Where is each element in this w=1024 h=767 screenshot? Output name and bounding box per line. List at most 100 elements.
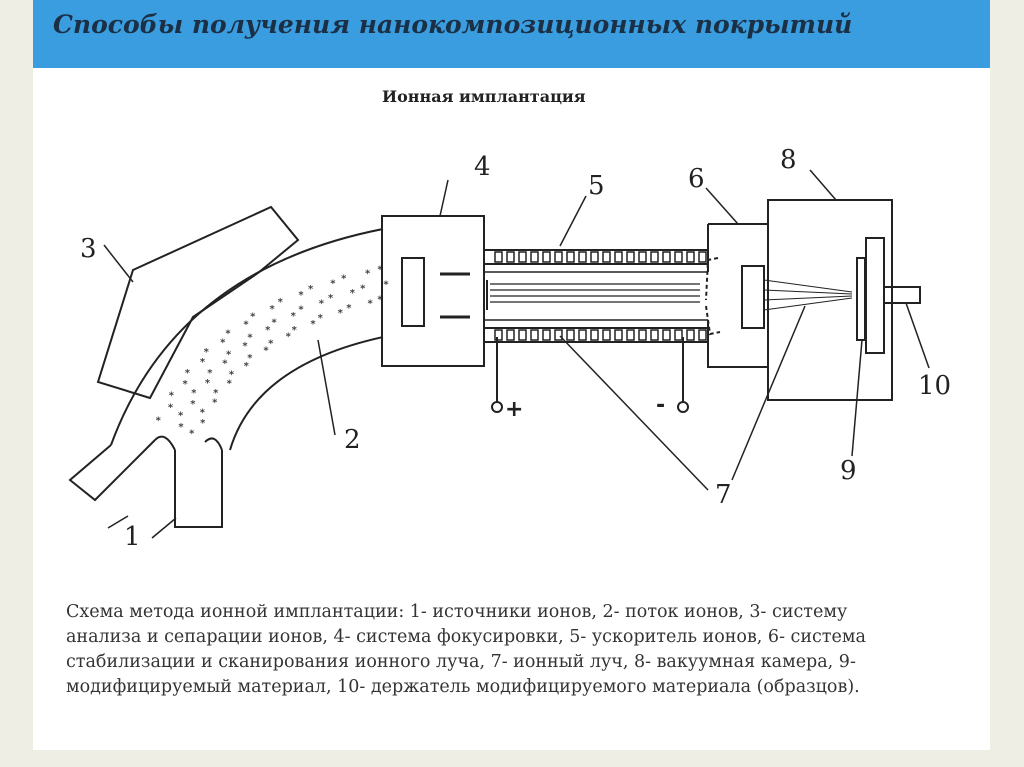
scanning-plates-dashed: [705, 257, 721, 336]
svg-text:*: *: [178, 410, 184, 421]
svg-text:*: *: [242, 341, 248, 352]
caption-line-2: анализа и сепарации ионов, 4- система фо…: [66, 627, 866, 647]
svg-text:*: *: [269, 304, 275, 315]
svg-text:*: *: [247, 353, 253, 364]
svg-text:*: *: [298, 290, 304, 301]
negative-terminal: [677, 401, 689, 413]
svg-text:*: *: [184, 368, 190, 379]
svg-text:*: *: [247, 333, 253, 344]
label-7: 7: [715, 480, 732, 510]
svg-text:*: *: [317, 313, 323, 324]
svg-text:*: *: [383, 280, 389, 291]
svg-text:*: *: [203, 347, 209, 358]
svg-text:*: *: [367, 299, 373, 310]
svg-text:*: *: [298, 305, 304, 316]
svg-text:*: *: [200, 357, 206, 368]
svg-text:*: *: [178, 422, 184, 433]
caption-line-3: стабилизации и сканирования ионного луча…: [66, 652, 856, 672]
svg-text:*: *: [365, 269, 371, 280]
diagram-caption: Схема метода ионной имплантации: 1- исто…: [66, 600, 966, 700]
svg-text:*: *: [168, 391, 174, 402]
svg-text:*: *: [291, 325, 297, 336]
leader-lines: [103, 169, 930, 539]
svg-text:*: *: [377, 265, 383, 276]
label-6: 6: [688, 164, 705, 194]
svg-text:*: *: [207, 368, 213, 379]
scanning-deflector: [741, 265, 765, 329]
svg-text:*: *: [290, 311, 296, 322]
separation-magnet-housing: [96, 205, 300, 400]
modified-material: [856, 257, 866, 341]
svg-text:*: *: [199, 407, 205, 418]
label-2: 2: [344, 425, 361, 455]
svg-text:*: *: [341, 273, 347, 284]
svg-text:*: *: [318, 299, 324, 310]
svg-text:*: *: [155, 415, 161, 426]
label-1: 1: [124, 522, 141, 552]
svg-text:*: *: [213, 388, 219, 399]
svg-text:*: *: [268, 338, 274, 349]
ion-source-bottom: [174, 450, 223, 528]
negative-sign: -: [656, 393, 665, 418]
svg-text:*: *: [271, 318, 277, 329]
svg-text:*: *: [310, 319, 316, 330]
svg-text:*: *: [265, 325, 271, 336]
scanned-beam-rays: [763, 279, 853, 311]
title-bar: Способы получения нанокомпозиционных пок…: [33, 0, 990, 68]
svg-text:*: *: [226, 379, 232, 390]
positive-sign: +: [505, 397, 523, 422]
accelerator-coil-top: [483, 249, 709, 265]
svg-text:*: *: [308, 284, 314, 295]
slide-background: [33, 0, 990, 750]
svg-text:*: *: [243, 320, 249, 331]
svg-text:*: *: [337, 308, 343, 319]
caption-line-1: Схема метода ионной имплантации: 1- исто…: [66, 602, 848, 622]
svg-text:*: *: [191, 388, 197, 399]
ion-source-left: [68, 439, 156, 502]
svg-text:*: *: [205, 378, 211, 389]
diagram-subtitle: Ионная имплантация: [382, 87, 586, 106]
svg-text:*: *: [328, 293, 334, 304]
svg-text:*: *: [226, 349, 232, 360]
svg-text:*: *: [212, 397, 218, 408]
svg-text:*: *: [222, 358, 228, 369]
svg-text:*: *: [349, 288, 355, 299]
ion-beam: [490, 283, 700, 303]
svg-text:*: *: [346, 303, 352, 314]
svg-text:*: *: [263, 346, 269, 357]
label-3: 3: [80, 234, 97, 264]
label-10: 10: [918, 371, 951, 401]
ion-guide-outer-wall: [110, 228, 384, 446]
sample-holder-rod: [883, 286, 921, 304]
focusing-system-box: [381, 215, 485, 367]
scanning-system-housing: [707, 200, 769, 388]
svg-text:*: *: [168, 403, 174, 414]
svg-text:*: *: [330, 278, 336, 289]
focusing-lens-plate: [401, 257, 425, 327]
svg-text:*: *: [225, 328, 231, 339]
label-4: 4: [474, 152, 491, 182]
sample-holder-plate: [865, 237, 885, 354]
svg-text:*: *: [200, 418, 206, 429]
label-8: 8: [780, 145, 797, 175]
accelerator-coil-bottom: [483, 327, 709, 343]
svg-text:*: *: [250, 312, 256, 323]
ion-source-junction: [154, 435, 223, 451]
positive-terminal: [491, 401, 503, 413]
ion-flow: ****************************************…: [155, 265, 389, 440]
svg-text:*: *: [229, 370, 235, 381]
svg-text:*: *: [220, 338, 226, 349]
ion-guide-inner-wall: [229, 336, 384, 451]
caption-line-4: модифицируемый материал, 10- держатель м…: [66, 677, 860, 697]
svg-text:*: *: [285, 331, 291, 342]
svg-text:*: *: [182, 379, 188, 390]
vacuum-chamber: [767, 199, 893, 401]
svg-text:*: *: [377, 295, 383, 306]
svg-text:*: *: [243, 361, 249, 372]
svg-text:*: *: [360, 284, 366, 295]
slide-title: Способы получения нанокомпозиционных пок…: [53, 10, 853, 39]
svg-text:*: *: [189, 429, 195, 440]
svg-text:*: *: [277, 297, 283, 308]
label-9: 9: [840, 456, 857, 486]
